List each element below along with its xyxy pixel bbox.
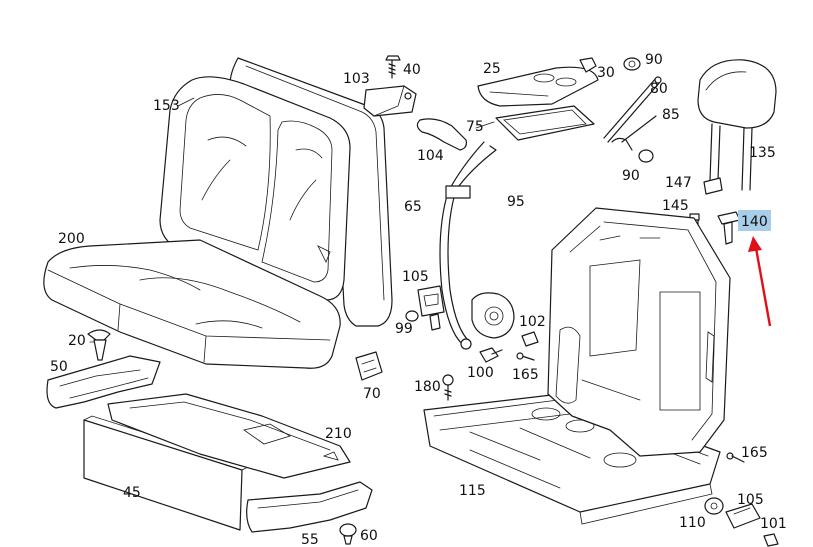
label-70: 70 — [363, 386, 381, 402]
callout-labels: 153 103 40 25 30 90 80 75 85 104 135 65 … — [50, 52, 787, 547]
part-75-insert — [495, 105, 595, 141]
label-165-lower: 165 — [741, 445, 768, 461]
label-102: 102 — [519, 314, 546, 330]
label-210: 210 — [325, 426, 352, 442]
part-80-rod — [603, 76, 662, 143]
part-105-buckle-lower — [725, 503, 761, 529]
label-90-top: 90 — [645, 52, 663, 68]
part-135-headrest — [697, 59, 777, 191]
label-180: 180 — [414, 379, 441, 395]
part-95-belt — [439, 141, 497, 350]
part-20-pin — [87, 329, 111, 361]
belt-retractor — [471, 292, 515, 339]
part-backrest-frame — [547, 207, 731, 457]
label-25: 25 — [483, 61, 501, 77]
part-147-guide — [703, 177, 723, 195]
label-80: 80 — [650, 81, 668, 97]
label-135: 135 — [749, 145, 776, 161]
part-25-tray — [477, 66, 599, 107]
label-147: 147 — [665, 175, 692, 191]
label-85: 85 — [662, 107, 680, 123]
red-arrow — [748, 236, 772, 327]
part-60-pin — [339, 523, 357, 545]
label-95: 95 — [507, 194, 525, 210]
leader-lines — [89, 97, 495, 343]
label-30: 30 — [597, 65, 615, 81]
part-105-buckle-upper — [417, 285, 445, 331]
label-40: 40 — [403, 62, 421, 78]
label-75: 75 — [466, 119, 484, 135]
label-145: 145 — [662, 198, 689, 214]
label-200: 200 — [58, 231, 85, 247]
label-99: 99 — [395, 321, 413, 337]
part-102-bolt — [521, 331, 539, 347]
part-55-lower-trim — [246, 481, 373, 533]
label-45: 45 — [123, 485, 141, 501]
part-101-bolt — [763, 533, 779, 547]
part-85-lever — [611, 115, 657, 151]
label-140: 140 — [741, 214, 768, 230]
highlight-box-140 — [738, 210, 771, 231]
label-153: 153 — [153, 98, 180, 114]
label-65: 65 — [404, 199, 422, 215]
part-99-washer — [405, 310, 419, 322]
part-104-handle — [416, 118, 467, 151]
label-100: 100 — [467, 365, 494, 381]
part-210-seat-pan — [107, 393, 351, 479]
part-30-clip — [579, 57, 597, 73]
part-40-screw — [385, 55, 401, 79]
part-90-clip-bottom — [638, 149, 654, 163]
part-70-bracket — [355, 351, 383, 381]
label-20: 20 — [68, 333, 86, 349]
part-165-screw-upper — [516, 352, 535, 361]
label-50: 50 — [50, 359, 68, 375]
part-200-seat-cushion — [43, 239, 341, 369]
label-165-upper: 165 — [512, 367, 539, 383]
part-100-bolt — [479, 347, 503, 363]
label-105-lower: 105 — [737, 492, 764, 508]
label-110: 110 — [679, 515, 706, 531]
part-180-bolt — [442, 374, 454, 401]
label-90-bottom: 90 — [622, 168, 640, 184]
label-104: 104 — [417, 148, 444, 164]
part-103-trim — [363, 85, 417, 117]
label-115: 115 — [459, 483, 486, 499]
label-105-upper: 105 — [402, 269, 429, 285]
part-165-screw-lower — [726, 452, 745, 463]
part-90-clip-top — [623, 57, 641, 71]
label-101: 101 — [760, 516, 787, 532]
part-140-guide-sleeve — [717, 211, 741, 245]
label-55: 55 — [301, 532, 319, 547]
part-50-side-trim — [46, 355, 161, 409]
label-103: 103 — [343, 71, 370, 87]
label-60: 60 — [360, 528, 378, 544]
part-110-anchor — [704, 497, 724, 515]
